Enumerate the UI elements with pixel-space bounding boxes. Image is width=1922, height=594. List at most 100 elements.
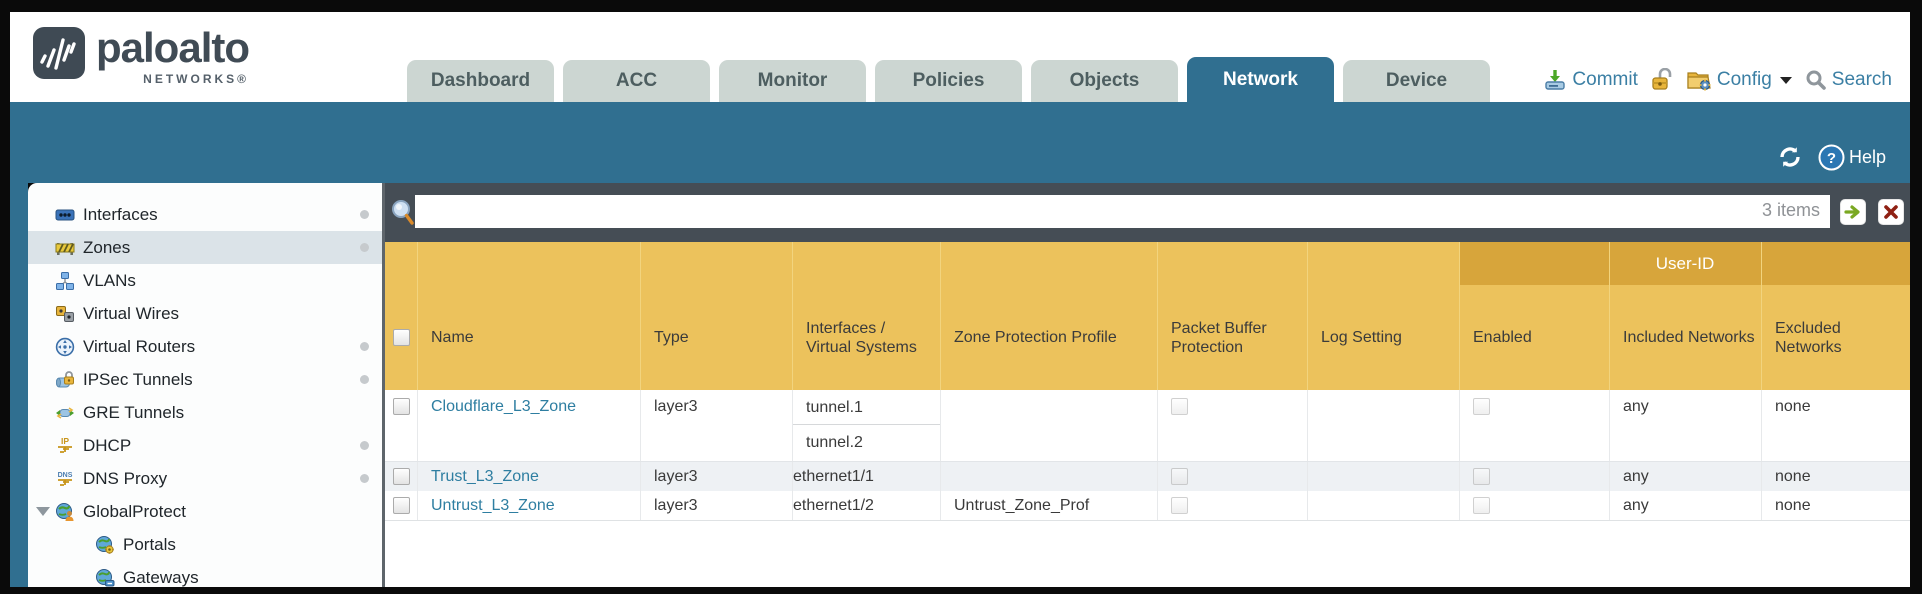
status-dot: [360, 474, 369, 483]
sidebar-item-dhcp[interactable]: IP DHCP: [28, 429, 382, 462]
packet-buffer-cell: [1158, 462, 1308, 491]
select-all-checkbox[interactable]: [393, 329, 410, 346]
sidebar-item-zones[interactable]: Zones: [28, 231, 382, 264]
dhcp-icon: IP: [55, 436, 75, 456]
enabled-checkbox[interactable]: [1473, 468, 1490, 485]
apply-filter-button[interactable]: [1840, 199, 1866, 225]
zone-type-cell: layer3: [641, 491, 793, 520]
zone-name-link[interactable]: Untrust_L3_Zone: [431, 496, 555, 514]
refresh-icon[interactable]: [1776, 143, 1804, 171]
quick-toolbar: Commit Config: [1543, 68, 1892, 92]
packet-buffer-checkbox[interactable]: [1171, 398, 1188, 415]
excluded-networks-cell: none: [1775, 398, 1811, 415]
row-select-cell: [385, 390, 418, 461]
tab-acc[interactable]: ACC: [563, 60, 710, 102]
paloalto-logo: paloalto NETWORKS®: [32, 26, 250, 86]
sidebar-item-dns-proxy[interactable]: DNS DNS Proxy: [28, 462, 382, 495]
tab-device[interactable]: Device: [1343, 60, 1490, 102]
column-header-interfaces[interactable]: Interfaces / Virtual Systems: [793, 242, 941, 390]
sidebar-label: Portals: [123, 534, 176, 554]
zone-type-cell: layer3: [641, 462, 793, 491]
zone-protection-cell: [941, 462, 1158, 491]
green-arrow-icon: [1844, 205, 1860, 219]
config-icon: [1687, 72, 1711, 91]
help-icon: ?: [1818, 144, 1845, 170]
clear-filter-button[interactable]: [1878, 199, 1904, 225]
zone-interfaces-cell: ethernet1/2: [793, 491, 941, 520]
column-header-zone-protection-profile[interactable]: Zone Protection Profile: [941, 242, 1158, 390]
select-all-column-header[interactable]: [385, 242, 418, 390]
search-button[interactable]: Search: [1805, 69, 1892, 91]
interface-entry: tunnel.1: [793, 390, 940, 425]
sidebar-label: GlobalProtect: [83, 501, 186, 521]
status-dot: [360, 243, 369, 252]
zone-type-cell: layer3: [641, 390, 793, 461]
vlans-icon: [55, 271, 75, 291]
zone-name-link[interactable]: Trust_L3_Zone: [431, 467, 539, 485]
globalprotect-icon: [55, 502, 75, 522]
paloalto-logo-icon: [33, 27, 85, 79]
sidebar-item-gateways[interactable]: Gateways: [28, 561, 382, 587]
column-header-name[interactable]: Name: [418, 242, 641, 390]
sidebar-item-ipsec-tunnels[interactable]: IPSec Tunnels: [28, 363, 382, 396]
zone-name-cell: Cloudflare_L3_Zone: [418, 390, 641, 461]
virtual-routers-icon: [55, 337, 75, 357]
tab-policies[interactable]: Policies: [875, 60, 1022, 102]
row-select-cell: [385, 491, 418, 520]
sidebar-item-vlans[interactable]: VLANs: [28, 264, 382, 297]
tab-dashboard[interactable]: Dashboard: [407, 60, 554, 102]
sidebar-label: DHCP: [83, 435, 132, 455]
included-networks-cell: any: [1610, 491, 1762, 520]
ipsec-tunnels-icon: [55, 370, 75, 390]
sidebar-item-interfaces[interactable]: Interfaces: [28, 198, 382, 231]
content-area: 3 items User-ID Name Type Interfaces / V…: [385, 183, 1910, 587]
help-button[interactable]: ? Help: [1818, 144, 1886, 171]
sidebar-item-virtual-wires[interactable]: Virtual Wires: [28, 297, 382, 330]
tab-objects[interactable]: Objects: [1031, 60, 1178, 102]
tab-network[interactable]: Network: [1187, 57, 1334, 102]
red-x-icon: [1884, 205, 1898, 219]
packet-buffer-checkbox[interactable]: [1171, 497, 1188, 514]
enabled-cell: [1460, 462, 1610, 491]
virtual-wires-icon: [55, 304, 75, 324]
zones-table-header: User-ID Name Type Interfaces / Virtual S…: [385, 242, 1910, 390]
filter-input-container: 3 items: [415, 195, 1830, 228]
column-header-enabled[interactable]: Enabled: [1460, 242, 1610, 390]
enabled-checkbox[interactable]: [1473, 497, 1490, 514]
config-menu[interactable]: Config: [1686, 68, 1792, 92]
enabled-cell: [1460, 390, 1610, 461]
lock-icon[interactable]: [1651, 68, 1673, 92]
zone-name-cell: Trust_L3_Zone: [418, 462, 641, 491]
zone-name-cell: Untrust_L3_Zone: [418, 491, 641, 520]
filter-bar: 3 items: [385, 183, 1910, 242]
table-row: Trust_L3_Zone layer3 ethernet1/1 any non…: [385, 461, 1910, 491]
commit-button[interactable]: Commit: [1543, 68, 1638, 92]
sidebar-label: VLANs: [83, 270, 136, 290]
status-dot: [360, 342, 369, 351]
included-networks-cell: any: [1610, 390, 1762, 461]
row-checkbox[interactable]: [393, 497, 410, 514]
enabled-checkbox[interactable]: [1473, 398, 1490, 415]
packet-buffer-checkbox[interactable]: [1171, 468, 1188, 485]
column-header-excluded-networks[interactable]: Excluded Networks: [1775, 319, 1842, 356]
chevron-down-icon[interactable]: [36, 507, 50, 516]
column-header-type[interactable]: Type: [641, 242, 793, 390]
filter-input[interactable]: [415, 195, 1830, 228]
left-gutter: [10, 183, 28, 587]
row-checkbox[interactable]: [393, 398, 410, 415]
column-header-packet-buffer-protection[interactable]: Packet Buffer Protection: [1158, 242, 1308, 390]
search-label: Search: [1831, 69, 1892, 90]
sidebar-label: Zones: [83, 237, 131, 257]
sidebar-item-virtual-routers[interactable]: Virtual Routers: [28, 330, 382, 363]
tab-monitor[interactable]: Monitor: [719, 60, 866, 102]
column-header-log-setting[interactable]: Log Setting: [1308, 242, 1460, 390]
log-setting-cell: [1308, 491, 1460, 520]
row-checkbox[interactable]: [393, 468, 410, 485]
excluded-networks-cell: none: [1775, 467, 1811, 485]
sidebar-item-globalprotect[interactable]: GlobalProtect: [28, 495, 382, 528]
sidebar-item-gre-tunnels[interactable]: GRE Tunnels: [28, 396, 382, 429]
zone-name-link[interactable]: Cloudflare_L3_Zone: [431, 398, 576, 415]
packet-buffer-cell: [1158, 390, 1308, 461]
sidebar-item-portals[interactable]: Portals: [28, 528, 382, 561]
column-header-included-networks[interactable]: Included Networks: [1610, 242, 1762, 390]
